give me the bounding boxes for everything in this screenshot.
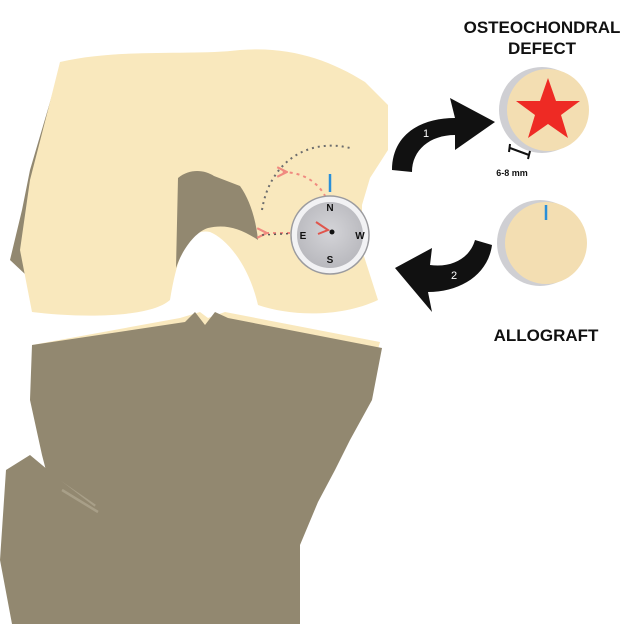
compass-east: E [300,231,307,242]
step-1-number: 1 [423,128,429,140]
step-2-arrow: 2 [395,240,492,312]
tibia [0,312,382,624]
curved-arrow-icon [395,240,492,312]
compass-west: W [355,231,365,242]
allograft-title: ALLOGRAFT [494,326,599,345]
size-label: 6-8 mm [496,168,528,178]
allograft-plug [497,200,587,286]
step-2-number: 2 [451,270,457,282]
compass-south: S [327,255,334,266]
step-1-arrow: 1 [392,98,495,172]
defect-title-line1: OSTEOCHONDRAL [464,18,621,37]
defect-plug: 6-8 mm [496,67,589,178]
compass-center-dot [330,230,335,235]
femur [10,49,388,315]
compass-north: N [326,203,333,214]
defect-title-line2: DEFECT [508,39,577,58]
curved-arrow-icon [392,98,495,172]
